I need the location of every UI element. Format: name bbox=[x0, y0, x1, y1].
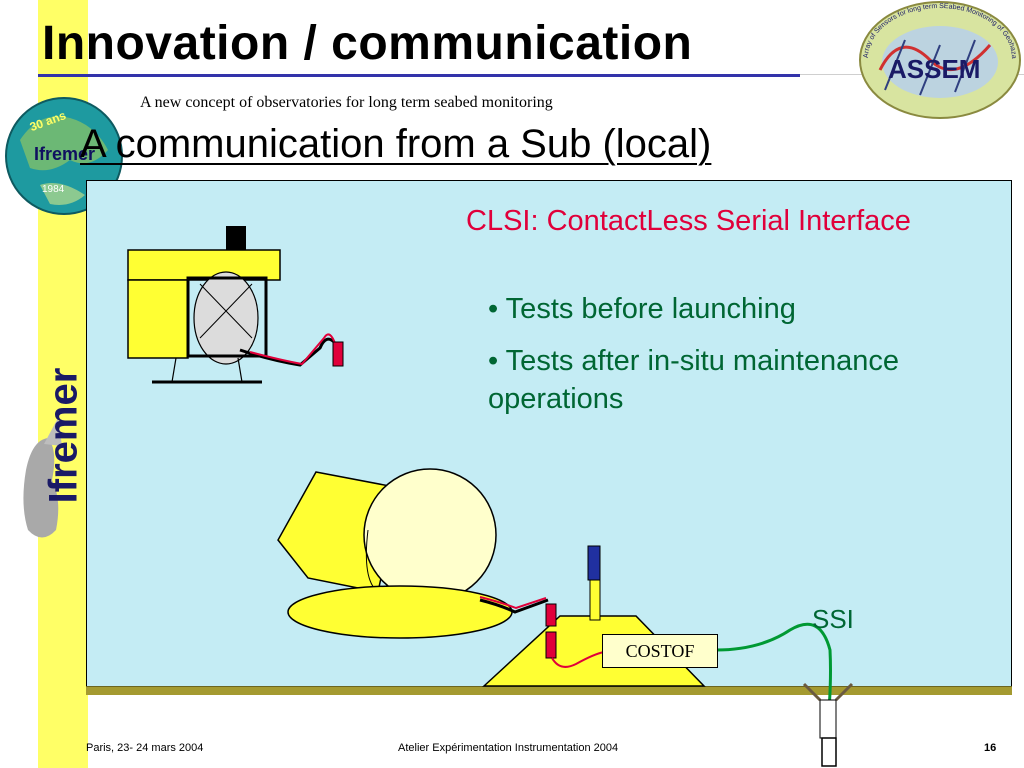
page-number: 16 bbox=[984, 742, 997, 754]
footer-date: Paris, 23- 24 mars 2004 bbox=[86, 742, 204, 754]
bullet-item: • Tests before launching bbox=[488, 293, 796, 325]
slide-subtitle: A new concept of observatories for long … bbox=[140, 94, 553, 111]
costof-base bbox=[482, 545, 706, 687]
borehole bbox=[802, 682, 854, 767]
observatory-module bbox=[277, 468, 513, 639]
ssi-label: SSI bbox=[812, 604, 854, 634]
sub-vehicle bbox=[127, 226, 344, 384]
module-cable bbox=[479, 598, 549, 614]
footer-event: Atelier Expérimentation Instrumentation … bbox=[398, 742, 619, 754]
assem-logo-name: ASSEM bbox=[888, 54, 980, 84]
section-heading: A communication from a Sub (local) bbox=[80, 122, 712, 166]
ifremer-logo-year: 1984 bbox=[42, 184, 65, 195]
bullet-list: • Tests before launching • Tests after i… bbox=[488, 290, 1008, 432]
bullet-item: • Tests after in-situ maintenance operat… bbox=[488, 345, 899, 415]
ssi-cable bbox=[715, 622, 832, 741]
clsi-title: CLSI: ContactLess Serial Interface bbox=[466, 205, 911, 237]
ifremer-logo-name: Ifremer bbox=[34, 144, 95, 164]
slide-title: Innovation / communication bbox=[42, 17, 693, 70]
title-underline-rule bbox=[38, 74, 800, 77]
costof-label: COSTOF bbox=[602, 634, 718, 668]
